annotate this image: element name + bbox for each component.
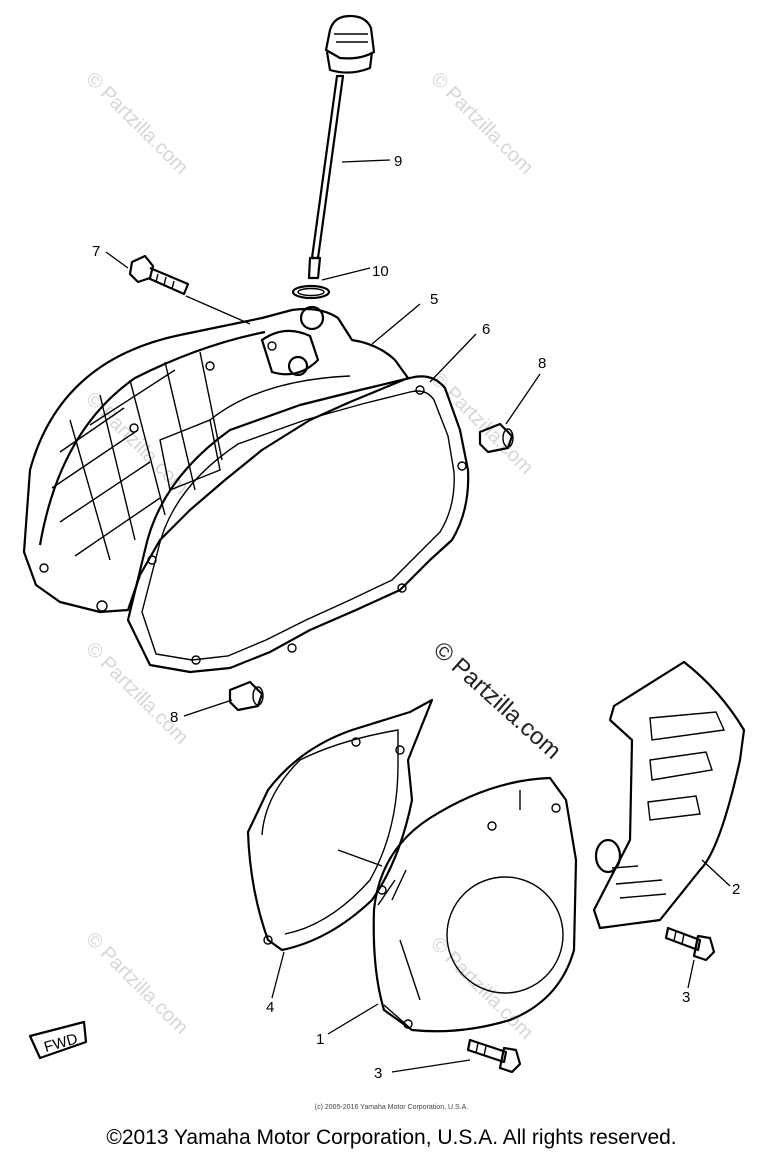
part-3-screw-upper	[664, 926, 716, 962]
part-8-dowel-pin-lower	[228, 680, 264, 712]
part-10-o-ring	[291, 284, 331, 300]
callout-5: 5	[430, 291, 438, 308]
callout-8-lower: 8	[170, 709, 178, 726]
copyright-notice: ©2013 Yamaha Motor Corporation, U.S.A. A…	[106, 1126, 677, 1149]
watermark: © Partzilla.com	[426, 68, 537, 179]
watermark: © Partzilla.com	[81, 928, 192, 1039]
watermark-center: © Partzilla.com	[428, 636, 566, 764]
callout-1: 1	[316, 1031, 324, 1048]
watermark: © Partzilla.com	[81, 638, 192, 749]
part-4-gasket	[246, 698, 434, 952]
callout-3-upper: 3	[682, 989, 690, 1006]
part-7-bolt	[128, 254, 190, 296]
part-2-cover	[592, 660, 746, 930]
part-8-dowel-pin-upper	[478, 422, 514, 454]
part-1-magneto-cover	[372, 776, 578, 1033]
callout-8-upper: 8	[538, 355, 546, 372]
callout-10: 10	[372, 263, 389, 280]
small-copyright: (c) 2005-2016 Yamaha Motor Corporation, …	[314, 1104, 469, 1111]
fwd-arrow-icon: FWD	[28, 1020, 88, 1060]
leader-lines	[105, 159, 731, 1073]
part-3-screw-lower	[466, 1038, 522, 1074]
callout-3-lower: 3	[374, 1065, 382, 1082]
part-9-oil-level-gauge	[307, 14, 376, 280]
part-6-gasket	[126, 375, 470, 674]
callout-labels: 9 10 7 5 6 8 8 2 3 4 1 3	[92, 153, 740, 1082]
callout-7: 7	[92, 243, 100, 260]
watermark: © Partzilla.com	[81, 68, 192, 179]
callout-4: 4	[266, 999, 274, 1016]
fwd-label: FWD	[42, 1030, 80, 1056]
part-5-crankcase-cover	[22, 305, 410, 614]
callout-9: 9	[394, 153, 402, 170]
callout-2: 2	[732, 881, 740, 898]
callout-6: 6	[482, 321, 490, 338]
